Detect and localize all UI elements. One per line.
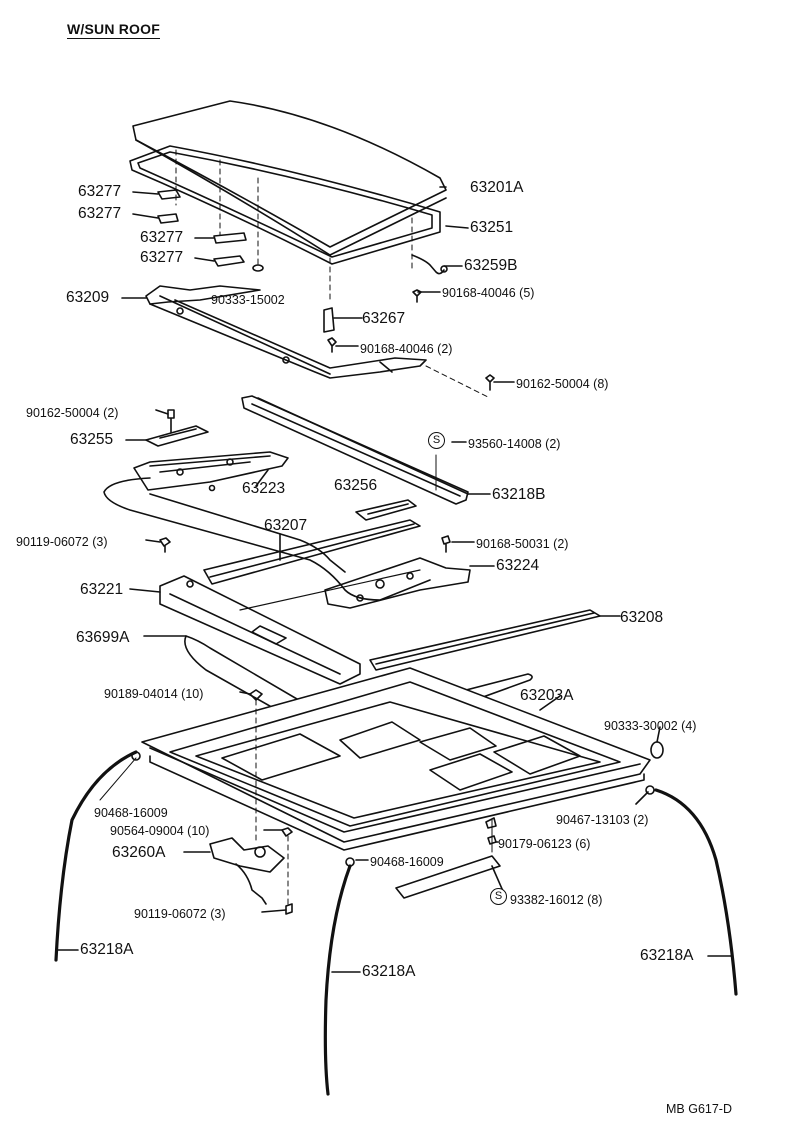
part-label-63277: 63277 — [140, 249, 184, 266]
drive-cable — [103, 477, 431, 601]
weatherstrip-seal — [129, 145, 441, 265]
drive-unit-63224 — [324, 557, 471, 609]
part-label-63260A: 63260A — [112, 844, 166, 861]
part-label-63223: 63223 — [242, 480, 286, 497]
housing-bracket — [145, 285, 261, 305]
part-label-63207: 63207 — [264, 517, 308, 534]
part-label-90168-50031-2: 90168-50031 (2) — [476, 537, 569, 551]
part-label-90162-50004-2: 90162-50004 (2) — [26, 406, 119, 420]
part-label-63277: 63277 — [140, 229, 184, 246]
part-label-63208: 63208 — [620, 609, 664, 626]
part-label-63267: 63267 — [362, 310, 406, 327]
part-label-90119-06072-3: 90119-06072 (3) — [16, 535, 108, 549]
diagram-title: W/SUN ROOF — [67, 21, 160, 39]
part-label-63201A: 63201A — [470, 179, 524, 196]
s-mark-icon: S — [428, 432, 445, 449]
part-label-90468-16009: 90468-16009 — [94, 806, 168, 820]
part-label-63256: 63256 — [334, 477, 378, 494]
part-label-63259B: 63259B — [464, 257, 518, 274]
sunshade-63221 — [159, 575, 361, 685]
part-label-90168-40046-2: 90168-40046 (2) — [360, 342, 453, 356]
part-label-90189-04014-10: 90189-04014 (10) — [104, 687, 204, 701]
part-label-90467-13103-2: 90467-13103 (2) — [556, 813, 649, 827]
seal-63699A — [184, 635, 533, 746]
part-label-90333-30002-4: 90333-30002 (4) — [604, 719, 697, 733]
part-label-93560-14008-2: 93560-14008 (2) — [468, 437, 561, 451]
bracket-63255 — [145, 425, 209, 447]
part-label-90179-06123-6: 90179-06123 (6) — [498, 837, 591, 851]
part-label-90119-06072-3: 90119-06072 (3) — [134, 907, 226, 921]
part-label-90564-09004-10: 90564-09004 (10) — [110, 824, 210, 838]
drain-rail — [241, 395, 469, 505]
part-label-63209: 63209 — [66, 289, 110, 306]
part-label-63203A: 63203A — [520, 687, 574, 704]
part-label-63251: 63251 — [470, 219, 514, 236]
drain-hose-center — [323, 864, 352, 1096]
drawing-code: MB G617-D — [666, 1102, 732, 1116]
part-label-93382-16012-8: 93382-16012 (8) — [510, 893, 603, 907]
part-label-63255: 63255 — [70, 431, 114, 448]
part-label-63218A: 63218A — [640, 947, 694, 964]
part-label-90162-50004-8: 90162-50004 (8) — [516, 377, 609, 391]
guide-rail-63207 — [203, 519, 421, 585]
part-label-63221: 63221 — [80, 581, 124, 598]
part-label-63699A: 63699A — [76, 629, 130, 646]
part-label-63224: 63224 — [496, 557, 540, 574]
s-mark-icon: S — [490, 888, 507, 905]
drain-hose-left — [54, 750, 138, 962]
roof-housing-63203A — [141, 667, 651, 843]
part-label-63277: 63277 — [78, 183, 122, 200]
part-label-63218A: 63218A — [362, 963, 416, 980]
part-label-90333-15002: 90333-15002 — [211, 293, 285, 307]
part-label-63218B: 63218B — [492, 486, 546, 503]
part-label-90168-40046-5: 90168-40046 (5) — [442, 286, 535, 300]
part-label-90468-16009: 90468-16009 — [370, 855, 444, 869]
sunroof-panel — [132, 100, 447, 248]
part-label-63218A: 63218A — [80, 941, 134, 958]
part-label-63277: 63277 — [78, 205, 122, 222]
drive-plate — [133, 451, 289, 491]
drain-hose-right — [654, 788, 738, 996]
motor-63260A — [209, 837, 285, 873]
